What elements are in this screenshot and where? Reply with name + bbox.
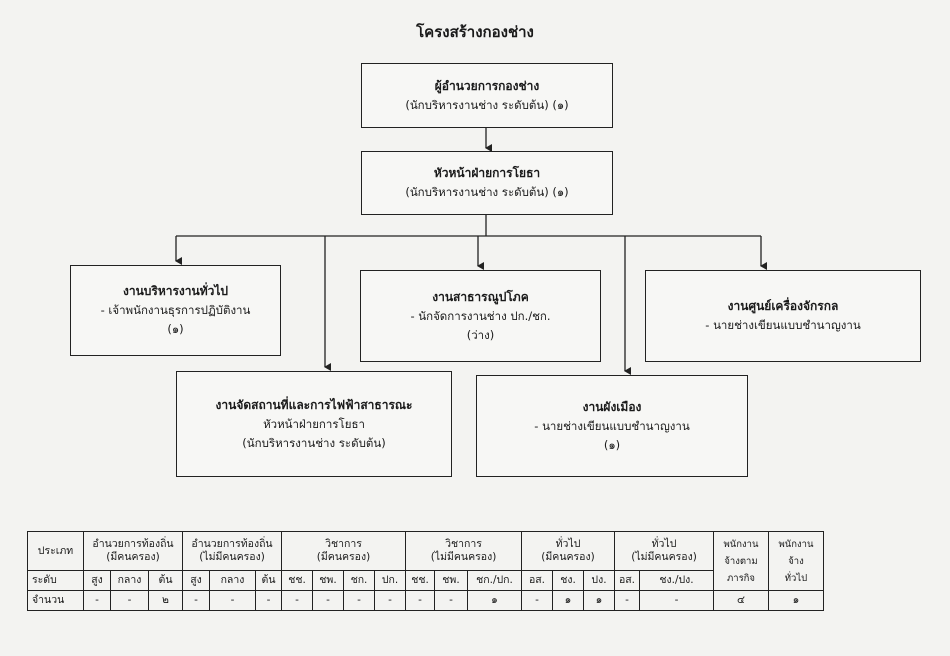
count-cell: - — [343, 590, 375, 611]
count-cell: - — [255, 590, 282, 611]
chief-position: (นักบริหารงานช่าง ระดับต้น) (๑) — [405, 185, 569, 199]
count-cell: - — [614, 590, 640, 611]
count-cell: ๑ — [552, 590, 584, 611]
city-planning-count: (๑) — [603, 437, 621, 452]
utilities-title: งานสาธารณูปโภค — [432, 289, 529, 304]
level-cell: ต้น — [148, 570, 183, 591]
utilities-position: - นักจัดการงานช่าง ปก./ชก. — [410, 308, 551, 323]
public-lighting-position: หัวหน้าฝ่ายการโยธา — [263, 416, 365, 431]
group-header: ทั่วไป(มีคนครอง) — [521, 531, 615, 571]
group-header: อำนวยการท้องถิ่น(ไม่มีคนครอง) — [182, 531, 282, 571]
type-label: ประเภท — [27, 531, 84, 571]
group-header: ทั่วไป(ไม่มีคนครอง) — [614, 531, 714, 571]
table-level-row: ระดับ สูงกลางต้นสูงกลางต้นชช.ชพ.ชก.ปก.ชช… — [27, 570, 824, 591]
level-cell: ชง./ปง. — [639, 570, 714, 591]
city-planning-position: - นายช่างเขียนแบบชำนาญงาน — [534, 418, 690, 433]
director-position: (นักบริหารงานช่าง ระดับต้น) (๑) — [405, 97, 569, 112]
chief-box: หัวหน้าฝ่ายการโยธา (นักบริหารงานช่าง ระด… — [361, 151, 613, 215]
group-header: วิชาการ(มีคนครอง) — [281, 531, 406, 571]
level-cell: ชก. — [343, 570, 375, 591]
level-cell: กลาง — [110, 570, 149, 591]
count-cell: - — [374, 590, 406, 611]
public-lighting-box: งานจัดสถานที่และการไฟฟ้าสาธารณะ หัวหน้าฝ… — [176, 371, 452, 477]
count-cell: - — [209, 590, 256, 611]
level-cell: ต้น — [255, 570, 282, 591]
level-cell: ชพ. — [434, 570, 468, 591]
count-cell: ๑ — [467, 590, 522, 611]
level-cell: สูง — [83, 570, 111, 591]
level-cell: ชพ. — [312, 570, 344, 591]
count-cell: ๑ — [583, 590, 615, 611]
level-cell: ชช. — [405, 570, 435, 591]
count-cell: - — [110, 590, 149, 611]
level-cell: ชก./ปก. — [467, 570, 522, 591]
page-title: โครงสร้างกองช่าง — [416, 23, 534, 41]
level-cell: อส. — [614, 570, 640, 591]
director-box: ผู้อำนวยการกองช่าง (นักบริหารงานช่าง ระด… — [361, 63, 613, 128]
count-cell: - — [434, 590, 468, 611]
level-label: ระดับ — [27, 570, 84, 591]
count-cell: ๔ — [713, 590, 769, 611]
machinery-position: - นายช่างเขียนแบบชำนาญงาน — [705, 318, 861, 332]
machinery-title: งานศูนย์เครื่องจักรกล — [727, 299, 839, 313]
count-cell: ๑ — [768, 590, 824, 611]
count-cell: ๒ — [148, 590, 183, 611]
group-header: พนักงานจ้างตามภารกิจ — [713, 531, 769, 591]
level-cell: ปง. — [583, 570, 615, 591]
count-cell: - — [521, 590, 553, 611]
public-lighting-title: งานจัดสถานที่และการไฟฟ้าสาธารณะ — [215, 397, 413, 412]
count-cell: - — [639, 590, 714, 611]
level-cell: อส. — [521, 570, 553, 591]
group-header: วิชาการ(ไม่มีคนครอง) — [405, 531, 522, 571]
chief-title: หัวหน้าฝ่ายการโยธา — [433, 166, 541, 180]
group-header: อำนวยการท้องถิ่น(มีคนครอง) — [83, 531, 183, 571]
utilities-count: (ว่าง) — [466, 327, 495, 342]
city-planning-box: งานผังเมือง - นายช่างเขียนแบบชำนาญงาน (๑… — [476, 375, 748, 477]
count-label: จำนวน — [27, 590, 84, 611]
table-header-row: ประเภท อำนวยการท้องถิ่น(มีคนครอง) อำนวยก… — [27, 531, 824, 591]
city-planning-title: งานผังเมือง — [582, 399, 642, 414]
count-cell: - — [312, 590, 344, 611]
level-cell: ชง. — [552, 570, 584, 591]
count-cell: - — [83, 590, 111, 611]
general-admin-title: งานบริหารงานทั่วไป — [122, 284, 229, 298]
staff-summary-table: ประเภท อำนวยการท้องถิ่น(มีคนครอง) อำนวยก… — [27, 531, 824, 611]
director-title: ผู้อำนวยการกองช่าง — [434, 78, 540, 93]
general-admin-position: - เจ้าพนักงานธุรการปฏิบัติงาน — [100, 303, 251, 317]
public-lighting-level: (นักบริหารงานช่าง ระดับต้น) — [242, 435, 386, 450]
general-admin-box: งานบริหารงานทั่วไป - เจ้าพนักงานธุรการปฏ… — [70, 265, 281, 356]
level-cell: ชช. — [281, 570, 313, 591]
machinery-box: งานศูนย์เครื่องจักรกล - นายช่างเขียนแบบช… — [645, 270, 921, 362]
level-cell: ปก. — [374, 570, 406, 591]
general-admin-count: (๑) — [167, 322, 184, 336]
count-cell: - — [182, 590, 210, 611]
count-cell: - — [405, 590, 435, 611]
level-cell: สูง — [182, 570, 210, 591]
group-header: พนักงานจ้างทั่วไป — [768, 531, 824, 591]
count-cell: - — [281, 590, 313, 611]
table-count-row: จำนวน --๒---------๑-๑๑--๔๑ — [27, 590, 824, 611]
level-cell: กลาง — [209, 570, 256, 591]
utilities-box: งานสาธารณูปโภค - นักจัดการงานช่าง ปก./ชก… — [360, 270, 601, 362]
